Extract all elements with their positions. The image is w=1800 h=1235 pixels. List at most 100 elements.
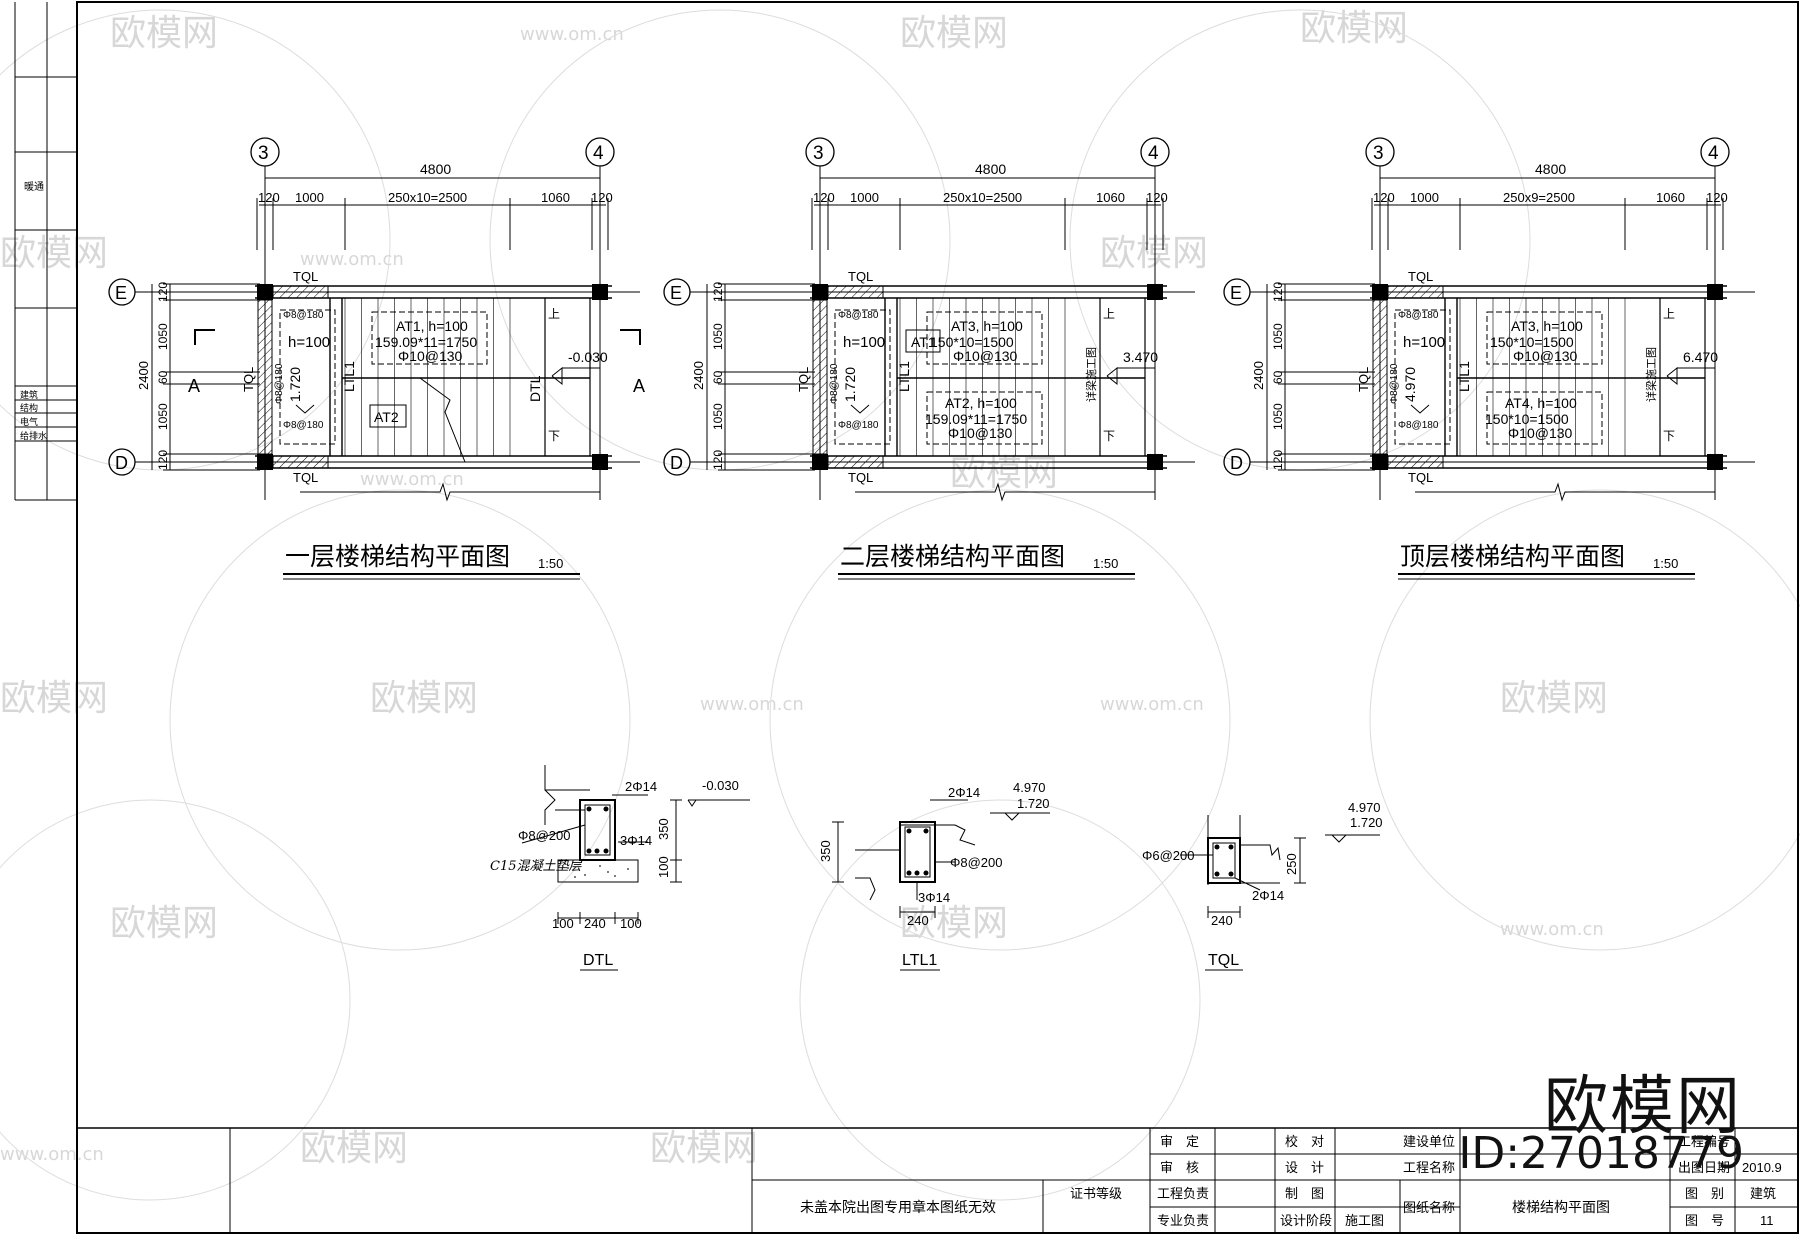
stair-box-2 — [369, 404, 407, 428]
stair-box-2-line1: AT2, h=100 — [945, 395, 1017, 411]
watermark-text: 欧模网 — [0, 678, 108, 719]
section-ltl1: 2Φ14 Φ8@200 3Φ14 4.970 1.720 350 240 LTL… — [818, 780, 1050, 971]
column — [812, 284, 828, 300]
vdim-5: 120 — [711, 450, 725, 470]
title-block: 未盖本院出图专用章本图纸无效 证书等级 审 定 校 对 建设单位 工程编号 审 … — [77, 1127, 1798, 1233]
stair-box-2-line2: 150*10=1500 — [1485, 411, 1569, 427]
vdim-1: 120 — [156, 282, 170, 302]
rebar-a: Φ8@180 — [283, 310, 324, 321]
vdim-3: 60 — [1271, 370, 1285, 384]
stair-box-2-line1: AT2 — [374, 409, 399, 425]
dim-total: 4800 — [420, 161, 451, 177]
watermark-text: 欧模网 — [650, 1128, 758, 1169]
level-symbol — [850, 404, 870, 414]
wall-hatch — [1387, 455, 1444, 469]
watermark-text: 欧模网 — [370, 678, 478, 719]
stair-box-2-line2: 159.09*11=1750 — [925, 411, 1027, 427]
watermark-text: 欧模网 — [300, 1128, 408, 1169]
level-symbol — [1666, 366, 1678, 386]
plan-level: 6.470 — [1683, 349, 1718, 365]
grid-label-3: 3 — [1373, 143, 1384, 164]
tql-h: 250 — [1284, 853, 1299, 875]
column — [812, 454, 828, 470]
vdim-total: 2400 — [691, 361, 706, 390]
section-dtl: 2Φ14 3Φ14 Φ8@200 C15混凝土垫层 -0.030 350 100… — [490, 765, 750, 971]
slab-h: h=100 — [843, 334, 885, 351]
mark-up: 上 — [548, 307, 560, 321]
tql-top-bar: 2Φ14 — [1252, 888, 1284, 903]
section-label-left: A — [188, 376, 200, 396]
slab-h: h=100 — [1403, 334, 1445, 351]
vdim-4: 1050 — [1271, 403, 1285, 430]
dtl-top-bar: 2Φ14 — [625, 779, 657, 794]
vdim-total: 2400 — [136, 361, 151, 390]
dim-total: 4800 — [1535, 161, 1566, 177]
stair-box-1 — [926, 311, 1043, 365]
column — [257, 284, 273, 300]
mark-down: 下 — [548, 429, 560, 443]
watermark-text: 欧模网 — [0, 233, 108, 274]
watermark-text: www.om.cn — [300, 249, 404, 270]
section-label-right: A — [633, 376, 645, 396]
watermark-text: www.om.cn — [1100, 694, 1204, 715]
tb-project-name: 工程名称 — [1403, 1160, 1455, 1175]
vdim-2: 1050 — [156, 323, 170, 350]
section-mark — [620, 329, 641, 345]
grid-label-e: E — [670, 283, 682, 303]
stair-box-2 — [926, 391, 1043, 445]
watermark-text: 欧模网 — [1100, 233, 1208, 274]
stair-box-2-line3: Φ10@130 — [948, 425, 1013, 441]
tb-tubie-val: 建筑 — [1750, 1186, 1776, 1201]
break-line — [855, 482, 1155, 502]
column — [1707, 454, 1723, 470]
tb-tuhao-val: 11 — [1760, 1213, 1774, 1228]
column — [1372, 284, 1388, 300]
beam-ltl1: LTL1 — [341, 361, 357, 392]
plan-title: 二层楼梯结构平面图 — [840, 542, 1065, 571]
watermark-arc — [1369, 489, 1800, 951]
rebar-c: Φ8@180 — [829, 363, 840, 404]
wall-hatch — [827, 455, 884, 469]
watermark-arc — [799, 799, 1201, 1201]
column — [592, 454, 608, 470]
beam-left: TQL — [796, 367, 811, 392]
wall-hatch — [257, 299, 273, 455]
dim-4: 1060 — [1096, 190, 1125, 205]
stair-arrow — [419, 377, 466, 463]
watermark-arc — [489, 9, 951, 471]
level-symbol — [295, 404, 315, 414]
wall-hatch — [827, 285, 884, 299]
rebar-c: Φ8@180 — [274, 363, 285, 404]
right-label: 详梁施工图 — [1644, 347, 1658, 402]
tb-stage: 设计阶段 — [1280, 1213, 1332, 1228]
wall-hatch — [812, 299, 828, 455]
dtl-stirrup: Φ8@200 — [518, 828, 571, 843]
watermark-text: 欧模网 — [1300, 8, 1408, 49]
wall-hatch — [272, 455, 329, 469]
grid-label-e: E — [115, 283, 127, 303]
wall-hatch — [1387, 285, 1444, 299]
dim-4: 1060 — [541, 190, 570, 205]
beam-bottom: TQL — [293, 470, 318, 485]
tql-stirrup: Φ6@200 — [1142, 848, 1195, 863]
level-symbol — [551, 366, 563, 386]
mark-up: 上 — [1103, 307, 1115, 321]
beam-left: TQL — [1356, 367, 1371, 392]
side-strip: 暖通 建筑 结构 电气 给排水 — [14, 2, 77, 501]
ltl1-top-bar: 2Φ14 — [948, 785, 980, 800]
vdim-1: 120 — [1271, 282, 1285, 302]
dim-2: 1000 — [1410, 190, 1439, 205]
tb-drawing-name: 楼梯结构平面图 — [1512, 1199, 1610, 1215]
side-strip-top: 暖通 — [24, 180, 44, 193]
drawing-frame — [76, 1, 1799, 1234]
stair-box-1-line1: AT1, h=100 — [396, 318, 468, 334]
tql-w: 240 — [1211, 913, 1233, 928]
dtl-w-3: 100 — [620, 916, 642, 931]
section-mark — [194, 329, 215, 345]
tb-date: 2010.9 — [1742, 1160, 1782, 1175]
title-cert: 证书等级 — [1070, 1186, 1122, 1201]
tb-gcfz: 工程负责 — [1157, 1186, 1209, 1201]
